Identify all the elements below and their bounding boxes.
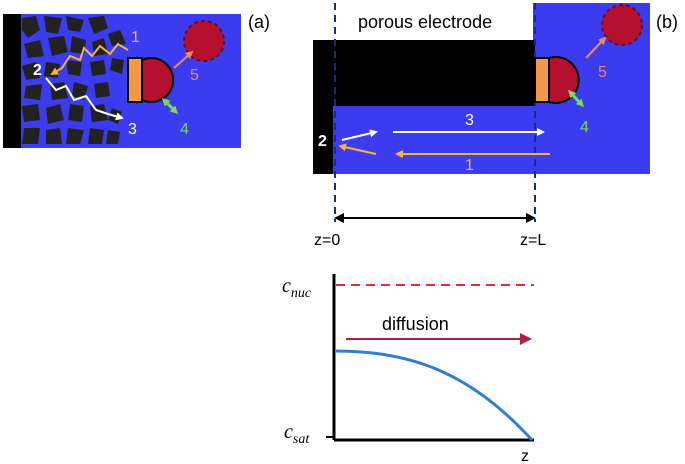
profile-c-sat-subscript: sat: [293, 432, 310, 447]
panel-b-arrow-2-in: [338, 143, 377, 155]
profile-concentration-curve: [335, 349, 534, 442]
panel-a-step-3: 3: [128, 121, 137, 138]
panel-b-tag: (b): [656, 12, 678, 32]
panel-b-electrode-label: porous electrode: [358, 12, 492, 32]
panel-b-step-5: 5: [598, 64, 607, 81]
profile-x-axis-label: z: [521, 448, 529, 464]
profile-c-sat-label: csat: [284, 421, 310, 447]
panel-a-contact-pad: [127, 57, 143, 103]
panel-a-tag: (a): [248, 12, 270, 32]
panel-a-step-4: 4: [180, 121, 189, 138]
panel-b-step-4: 4: [580, 119, 589, 136]
panel-b-step-1: 1: [465, 157, 474, 174]
panel-a-nucleus-dashed: [183, 20, 225, 62]
profile-c-nuc-label: cnuc: [282, 275, 312, 301]
panel-b-z-start: z=0: [314, 232, 340, 249]
panel-b-electrode-body: [313, 40, 535, 106]
panel-a-path-1: [50, 42, 129, 76]
panel-a-arrow-4: [161, 97, 179, 115]
profile-c-nuc-subscript: nuc: [291, 286, 312, 301]
panel-b-current-collector: [313, 40, 333, 174]
concentration-profile: diffusion cnuc csat z: [282, 274, 534, 464]
panel-b: porous electrode 2 3 1 4 5 z=0 z=L: [313, 3, 650, 249]
panel-a-step-1: 1: [131, 29, 140, 46]
panel-a-path-3: [45, 77, 124, 121]
panel-a-porous-grains: [22, 16, 126, 144]
panel-a-arrow-5: [173, 50, 194, 69]
panel-a: 1 2 3 4 5: [3, 14, 241, 148]
panel-b-arrow-5: [585, 36, 607, 59]
panel-b-step-3: 3: [465, 112, 474, 129]
panel-a-step-5: 5: [190, 67, 199, 84]
profile-diffusion-label: diffusion: [382, 314, 449, 334]
panel-b-contact-pad: [534, 57, 550, 103]
panel-b-arrow-2-out: [341, 129, 378, 141]
panel-a-deposit-particle: [141, 57, 175, 103]
panel-b-nucleus-dashed: [601, 4, 643, 46]
panel-b-z-end: z=L: [520, 232, 546, 249]
panel-b-arrow-4: [567, 89, 585, 108]
panel-b-step-2: 2: [318, 133, 327, 150]
panel-a-current-collector: [3, 14, 21, 148]
panel-a-step-2: 2: [33, 62, 42, 79]
